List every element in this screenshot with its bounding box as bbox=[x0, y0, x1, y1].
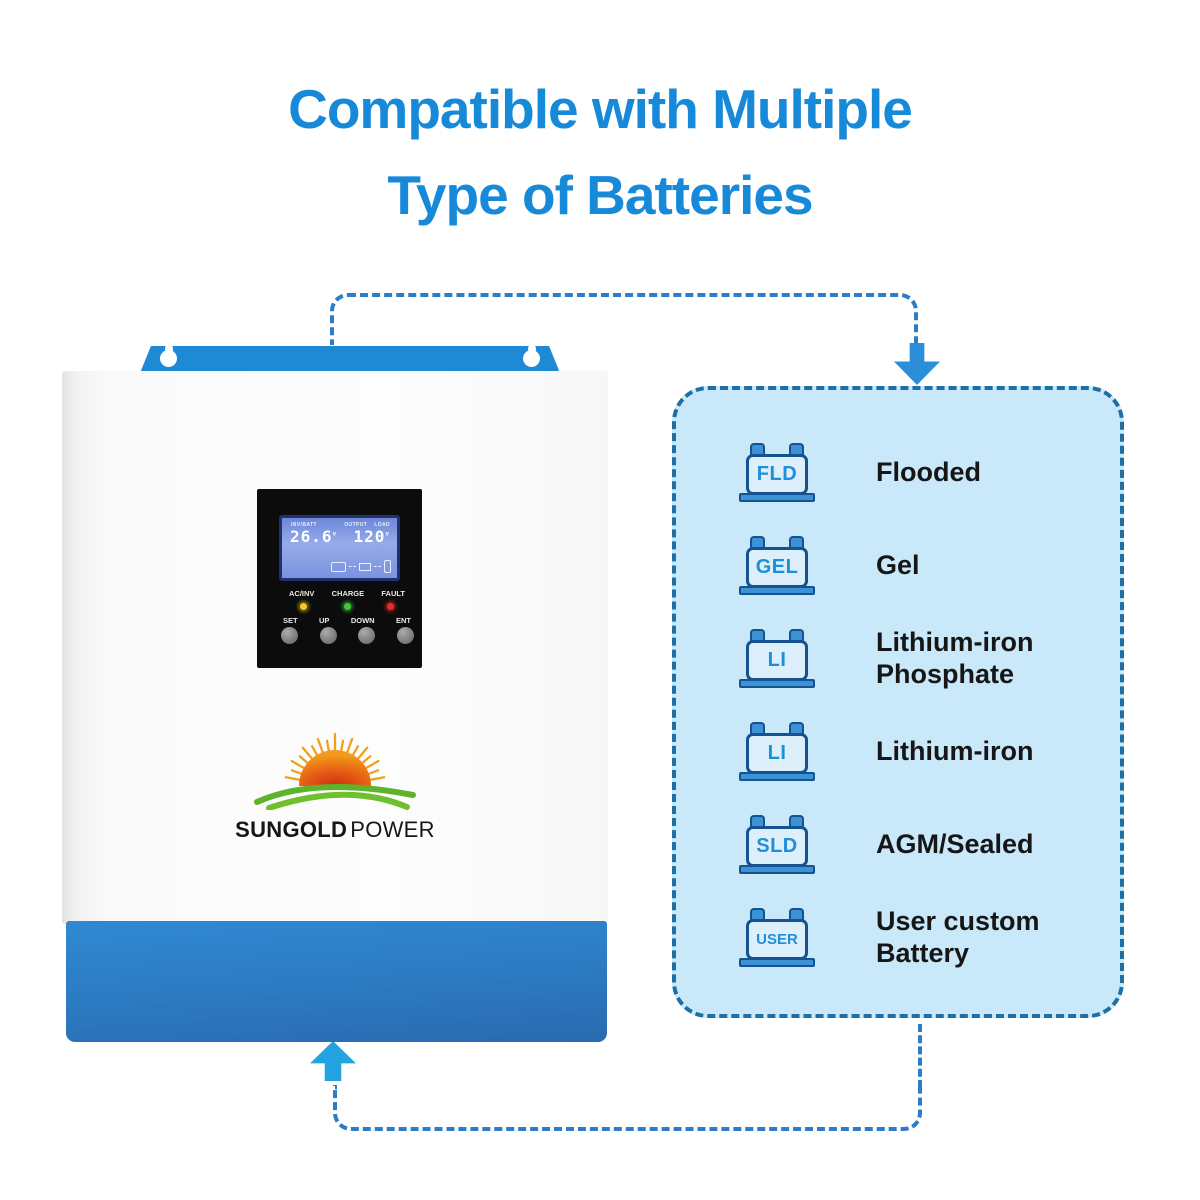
list-item: LI Lithium-iron Phosphate bbox=[702, 612, 1120, 705]
battery-type-label: Flooded bbox=[876, 456, 981, 487]
panel-buttons bbox=[281, 627, 414, 644]
flow-connector-bottom bbox=[333, 1085, 922, 1131]
ent-button bbox=[396, 627, 414, 644]
up-button-label: UP bbox=[319, 616, 330, 625]
lcd-power-flow-icons bbox=[331, 560, 391, 573]
brand-name-light: POWER bbox=[350, 817, 435, 842]
keyhole-slot-icon bbox=[160, 346, 177, 367]
brand-name-bold: SUNGOLD bbox=[235, 817, 348, 842]
list-item: FLD Flooded bbox=[702, 426, 1120, 519]
battery-type-label: Lithium-iron Phosphate bbox=[876, 627, 1034, 689]
keyhole-slot-icon bbox=[523, 346, 540, 367]
led-label-fault: FAULT bbox=[381, 589, 405, 598]
inverter-bottom-band bbox=[66, 921, 607, 1042]
button-labels: SET UP DOWN ENT bbox=[283, 616, 411, 625]
set-button bbox=[281, 627, 298, 644]
battery-type-label: Lithium-iron bbox=[876, 735, 1034, 766]
title-line-2: Type of Batteries bbox=[387, 164, 813, 226]
flow-dash bbox=[349, 566, 356, 567]
up-button bbox=[319, 627, 337, 644]
flow-connector-top bbox=[330, 293, 918, 345]
mounting-bracket bbox=[140, 346, 560, 373]
status-leds bbox=[299, 602, 395, 611]
title-line-1: Compatible with Multiple bbox=[288, 78, 913, 140]
ent-button-label: ENT bbox=[395, 616, 411, 625]
battery-type-label: User custom Battery bbox=[876, 906, 1040, 968]
lcd-batt-label: INV/BATT bbox=[291, 522, 317, 528]
flooded-battery-icon: FLD bbox=[739, 443, 815, 502]
inverter-icon bbox=[359, 562, 371, 571]
set-button-label: SET bbox=[283, 616, 298, 625]
list-item: SLD AGM/Sealed bbox=[702, 798, 1120, 891]
gel-battery-icon: GEL bbox=[739, 536, 815, 595]
lcd-output-label: OUTPUT bbox=[344, 522, 368, 528]
lcd-load-label: LOAD bbox=[374, 522, 390, 528]
down-button bbox=[358, 627, 376, 644]
led-labels: AC/INV CHARGE FAULT bbox=[289, 589, 405, 598]
agm-sealed-battery-icon: SLD bbox=[739, 815, 815, 874]
acinv-led-icon bbox=[299, 602, 308, 611]
lcd-batt-value: 26.6v bbox=[290, 527, 338, 546]
lcd-output-value: 120v bbox=[353, 527, 390, 546]
flow-connector-bottom-right bbox=[918, 1024, 922, 1088]
battery-code: SLD bbox=[756, 835, 798, 857]
page-title: Compatible with Multiple Type of Batteri… bbox=[0, 66, 1200, 238]
arrow-up-icon bbox=[310, 1041, 356, 1081]
led-label-charge: CHARGE bbox=[331, 589, 365, 598]
battery-types-panel: FLD Flooded GEL Gel LI Lithium-iron Phos… bbox=[672, 386, 1124, 1018]
battery-code: LI bbox=[767, 742, 787, 764]
list-item: USER User custom Battery bbox=[702, 891, 1120, 984]
battery-code: FLD bbox=[756, 463, 798, 485]
lcd-display: INV/BATT OUTPUT LOAD 26.6v 120v bbox=[279, 515, 400, 581]
battery-code: USER bbox=[756, 931, 798, 948]
lithium-iron-battery-icon: LI bbox=[739, 722, 815, 781]
lithium-iron-phosphate-battery-icon: LI bbox=[739, 629, 815, 688]
battery-code: GEL bbox=[755, 556, 799, 578]
user-custom-battery-icon: USER bbox=[739, 908, 815, 967]
arrow-down-icon bbox=[894, 343, 940, 385]
battery-type-label: AGM/Sealed bbox=[876, 828, 1034, 859]
charge-led-icon bbox=[342, 602, 352, 611]
battery-code: LI bbox=[767, 649, 787, 671]
battery-icon bbox=[331, 561, 346, 572]
flow-dash bbox=[374, 566, 381, 567]
control-panel: INV/BATT OUTPUT LOAD 26.6v 120v AC/INV C… bbox=[257, 489, 422, 668]
battery-type-label: Gel bbox=[876, 549, 920, 580]
load-icon bbox=[384, 560, 391, 573]
list-item: GEL Gel bbox=[702, 519, 1120, 612]
led-label-acinv: AC/INV bbox=[289, 589, 315, 598]
fault-led-icon bbox=[386, 602, 395, 611]
down-button-label: DOWN bbox=[350, 616, 375, 625]
list-item: LI Lithium-iron bbox=[702, 705, 1120, 798]
sun-logo-icon bbox=[254, 732, 416, 811]
